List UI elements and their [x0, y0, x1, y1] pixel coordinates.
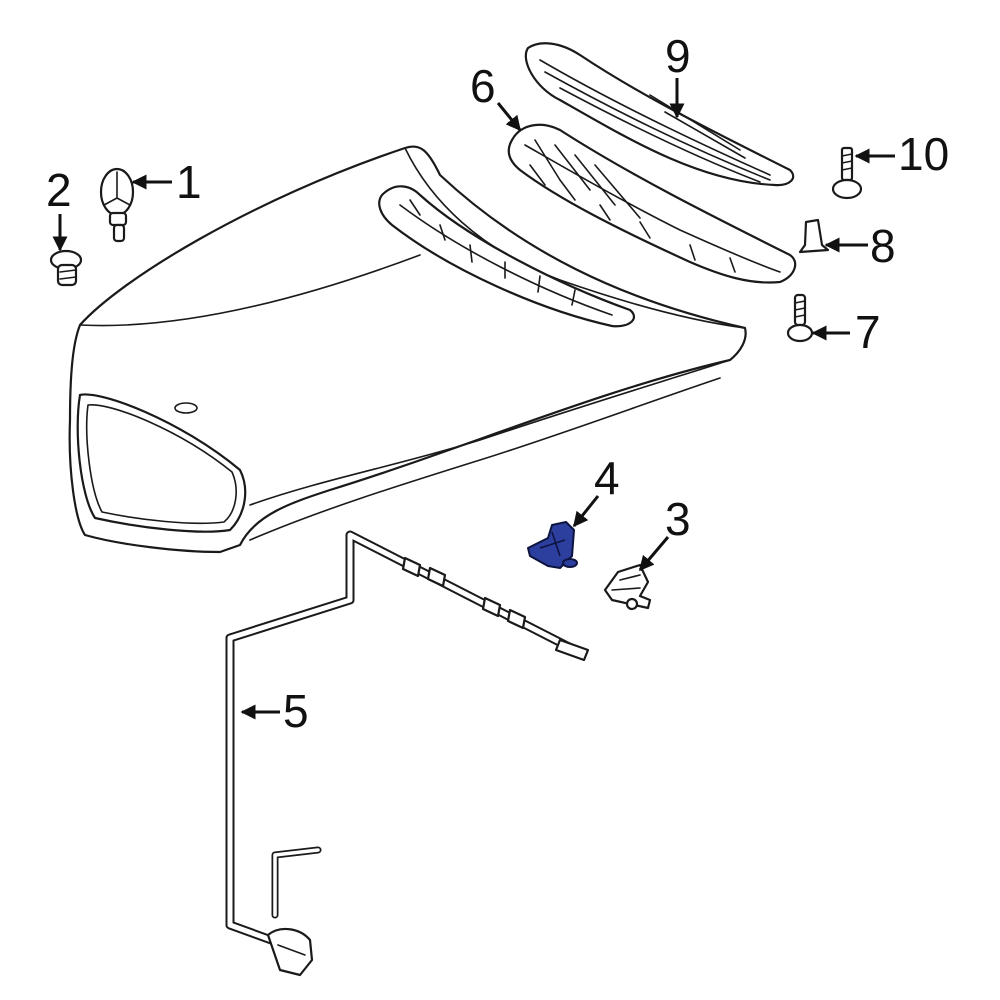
arrow-6	[496, 102, 522, 132]
release-cable	[225, 530, 590, 977]
callout-5: 5	[283, 685, 309, 737]
callout-labels: 1 2 3 4 5 6 7 8 9 10	[46, 30, 949, 737]
callout-4: 4	[594, 452, 620, 504]
arrow-3	[638, 536, 670, 572]
emblem-fastener	[49, 249, 83, 287]
hood-emblem	[99, 167, 135, 243]
callout-2: 2	[46, 164, 72, 216]
hood-latch	[603, 563, 652, 611]
callout-8: 8	[870, 220, 896, 272]
screw	[786, 293, 814, 343]
callout-7: 7	[855, 306, 881, 358]
callout-6: 6	[470, 60, 496, 112]
callout-3: 3	[665, 493, 691, 545]
hood-insulator	[524, 42, 795, 187]
retainer-clip	[798, 218, 830, 254]
arrow-4	[572, 495, 600, 528]
bolt	[831, 146, 863, 200]
secondary-catch	[527, 521, 578, 569]
callout-9: 9	[665, 30, 691, 82]
callout-10: 10	[898, 128, 949, 180]
callout-1: 1	[176, 156, 202, 208]
hood	[68, 145, 747, 554]
insulator-frame	[507, 123, 797, 284]
callout-arrows	[52, 78, 895, 720]
